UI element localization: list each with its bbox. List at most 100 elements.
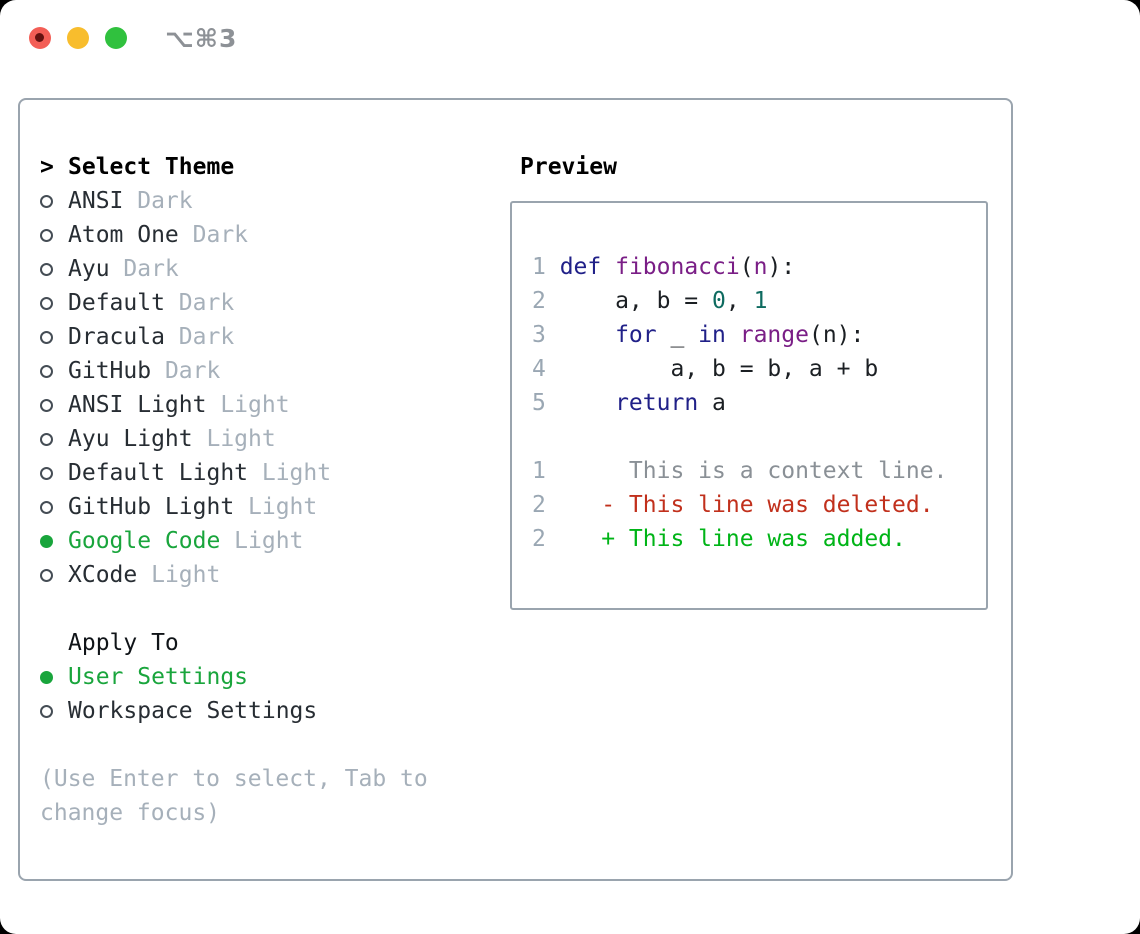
radio-icon — [40, 364, 53, 378]
apply-to-option[interactable]: Workspace Settings — [40, 694, 428, 728]
code-token: fibonacci — [615, 254, 740, 280]
radio-marker — [40, 534, 68, 548]
code-line — [532, 420, 986, 454]
theme-option-name: GitHub — [68, 358, 152, 384]
line-number: 2 — [532, 288, 546, 314]
theme-option-variant: Dark — [137, 188, 193, 214]
code-token: for — [615, 322, 657, 348]
spacer — [40, 592, 428, 626]
radio-marker — [40, 330, 68, 344]
theme-option-variant: Light — [220, 392, 290, 418]
theme-option-variant: Light — [151, 562, 221, 588]
radio-icon — [40, 228, 53, 242]
radio-icon — [40, 194, 53, 208]
close-button[interactable] — [29, 27, 51, 49]
code-token: return — [615, 390, 699, 416]
code-token: - This line was deleted. — [559, 492, 934, 518]
code-token: _ — [656, 322, 699, 348]
line-number: 2 — [532, 492, 546, 518]
radio-marker — [40, 364, 68, 378]
theme-option[interactable]: Atom One Dark — [40, 218, 428, 252]
code-token: This is a context line. — [559, 458, 948, 484]
line-number: 3 — [532, 322, 546, 348]
code-line: 5 return a — [532, 386, 986, 420]
theme-option-name: Atom One — [68, 222, 179, 248]
keyboard-hint: (Use Enter to select, Tab to — [40, 766, 428, 792]
theme-option[interactable]: ANSI Dark — [40, 184, 428, 218]
spacer — [40, 728, 428, 762]
code-line: 2 - This line was deleted. — [532, 488, 986, 522]
radio-icon — [40, 432, 53, 446]
theme-option-variant: Dark — [192, 222, 249, 248]
keyboard-hint: change focus) — [40, 800, 221, 826]
radio-icon — [40, 330, 53, 344]
apply-to-option-label: Workspace Settings — [68, 698, 318, 724]
radio-icon — [40, 500, 53, 514]
theme-option-name: ANSI — [68, 188, 124, 214]
apply-to-title: Apply To — [68, 630, 179, 656]
code-token — [560, 390, 615, 416]
radio-marker — [40, 296, 68, 310]
radio-marker — [40, 466, 68, 480]
radio-selected-icon — [40, 670, 53, 684]
code-token: 1 — [753, 288, 768, 314]
prompt-marker: > — [40, 150, 68, 184]
theme-option-variant: Light — [261, 460, 332, 486]
code-token: (n): — [808, 322, 865, 348]
titlebar: ⌥⌘3 — [29, 24, 237, 53]
theme-option-variant: Dark — [123, 256, 179, 282]
theme-option-name: ANSI Light — [68, 392, 207, 418]
line-number: 5 — [532, 390, 546, 416]
apply-to-option-label: User Settings — [68, 664, 249, 690]
radio-marker — [40, 398, 68, 412]
code-token: a, b = b, a + b — [559, 356, 879, 382]
theme-option[interactable]: ANSI Light Light — [40, 388, 428, 422]
radio-marker — [40, 500, 68, 514]
radio-icon — [40, 466, 53, 480]
radio-marker — [40, 568, 68, 582]
line-number: 2 — [532, 526, 546, 552]
code-token: ( — [739, 254, 754, 280]
code-line: 2 a, b = 0, 1 — [532, 284, 986, 318]
line-number: 1 — [532, 458, 546, 484]
line-number: 4 — [532, 356, 546, 382]
radio-icon — [40, 262, 53, 276]
theme-option-name: Default — [68, 290, 165, 316]
theme-list-header: >Select Theme — [40, 150, 428, 184]
radio-marker — [40, 432, 68, 446]
theme-option-name: GitHub Light — [68, 494, 235, 520]
theme-list-title: Select Theme — [68, 154, 235, 180]
theme-option-name: Dracula — [68, 324, 165, 350]
preview-title: Preview — [520, 154, 617, 180]
code-token: , — [725, 288, 754, 314]
code-token: 0 — [712, 288, 726, 314]
code-token — [560, 322, 615, 348]
radio-icon — [40, 398, 53, 412]
zoom-button[interactable] — [105, 27, 127, 49]
code-line: 2 + This line was added. — [532, 522, 986, 556]
radio-icon — [40, 568, 53, 582]
code-token: a — [698, 390, 726, 416]
apply-to-option[interactable]: User Settings — [40, 660, 428, 694]
code-line: 1 This is a context line. — [532, 454, 986, 488]
code-token: a, b = — [559, 288, 713, 314]
code-token: def — [559, 254, 602, 280]
minimize-button[interactable] — [67, 27, 89, 49]
radio-marker — [40, 704, 68, 718]
code-token: + This line was added. — [559, 526, 906, 552]
